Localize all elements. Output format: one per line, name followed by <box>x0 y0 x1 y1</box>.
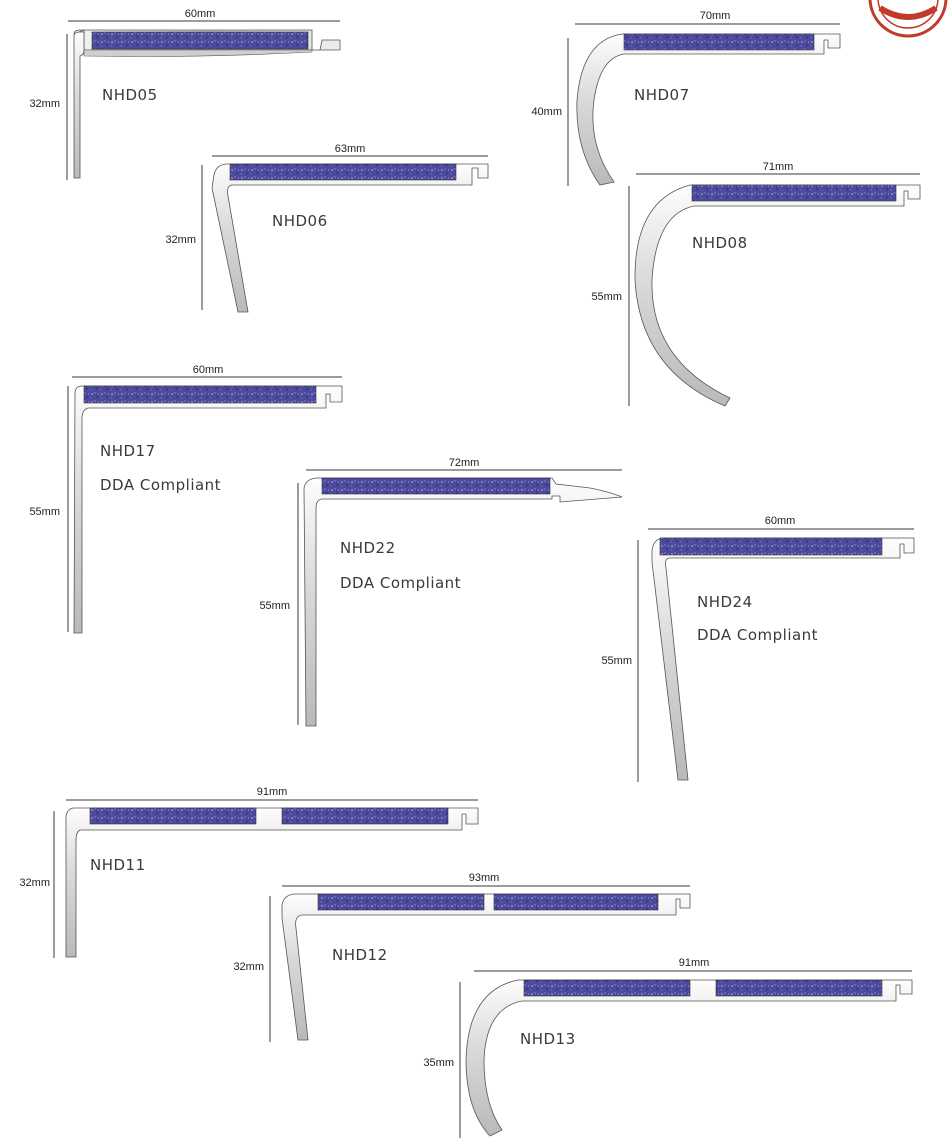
profile-name: NHD17 <box>100 442 156 460</box>
grip-insert <box>623 33 815 51</box>
profile-nhd22: 72mm 55mm NHD22 DDA Compliant <box>259 457 623 727</box>
grip-insert <box>691 184 897 202</box>
width-dimension-label: 91mm <box>679 957 710 969</box>
height-dimension-label: 55mm <box>259 600 290 612</box>
grip-insert <box>523 979 691 997</box>
profile-name: NHD22 <box>340 539 396 557</box>
profile-nhd07: 70mm 40mm NHD07 <box>531 10 841 186</box>
profile-name: NHD11 <box>90 856 146 874</box>
grip-insert <box>321 477 551 495</box>
profile-nhd24: 60mm 55mm NHD24 DDA Compliant <box>601 515 915 782</box>
grip-insert <box>715 979 883 997</box>
height-dimension-label: 32mm <box>165 234 196 246</box>
height-dimension-label: 32mm <box>233 961 264 973</box>
width-dimension-label: 70mm <box>700 10 731 22</box>
width-dimension-label: 72mm <box>449 457 480 469</box>
brand-seal-logo <box>868 0 948 38</box>
width-dimension-label: 71mm <box>763 161 794 173</box>
height-dimension-label: 55mm <box>591 291 622 303</box>
grip-insert <box>281 807 449 825</box>
compliance-note: DDA Compliant <box>340 574 461 592</box>
profile-nhd11: 91mm 32mm NHD11 <box>19 786 479 958</box>
profile-name: NHD06 <box>272 212 328 230</box>
profile-nhd08: 71mm 55mm NHD08 <box>591 161 921 407</box>
profile-name: NHD08 <box>692 234 748 252</box>
profile-name: NHD12 <box>332 946 388 964</box>
width-dimension-label: 60mm <box>765 515 796 527</box>
compliance-note: DDA Compliant <box>697 626 818 644</box>
profile-nhd17: 60mm 55mm NHD17 DDA Compliant <box>29 364 343 634</box>
grip-insert <box>317 893 485 911</box>
profile-name: NHD07 <box>634 86 690 104</box>
grip-insert <box>91 31 309 50</box>
profile-nhd13: 91mm 35mm NHD13 <box>423 957 913 1138</box>
width-dimension-label: 93mm <box>469 872 500 884</box>
width-dimension-label: 63mm <box>335 143 366 155</box>
height-dimension-label: 55mm <box>601 655 632 667</box>
profile-name: NHD24 <box>697 593 753 611</box>
height-dimension-label: 35mm <box>423 1057 454 1069</box>
grip-insert <box>493 893 659 911</box>
profile-nhd06: 63mm 32mm NHD06 <box>165 143 489 313</box>
grip-insert <box>83 385 317 404</box>
width-dimension-label: 60mm <box>185 8 216 20</box>
grip-insert <box>659 537 883 556</box>
height-dimension-label: 40mm <box>531 106 562 118</box>
compliance-note: DDA Compliant <box>100 476 221 494</box>
grip-insert <box>89 807 257 825</box>
profile-name: NHD13 <box>520 1030 576 1048</box>
height-dimension-label: 32mm <box>19 877 50 889</box>
width-dimension-label: 60mm <box>193 364 224 376</box>
height-dimension-label: 55mm <box>29 506 60 518</box>
height-dimension-label: 32mm <box>29 98 60 110</box>
profile-name: NHD05 <box>102 86 158 104</box>
profile-nhd05: 60mm 32mm NHD05 <box>29 8 341 180</box>
profile-nhd12: 93mm 32mm NHD12 <box>233 872 691 1042</box>
grip-insert <box>229 163 457 181</box>
width-dimension-label: 91mm <box>257 786 288 798</box>
